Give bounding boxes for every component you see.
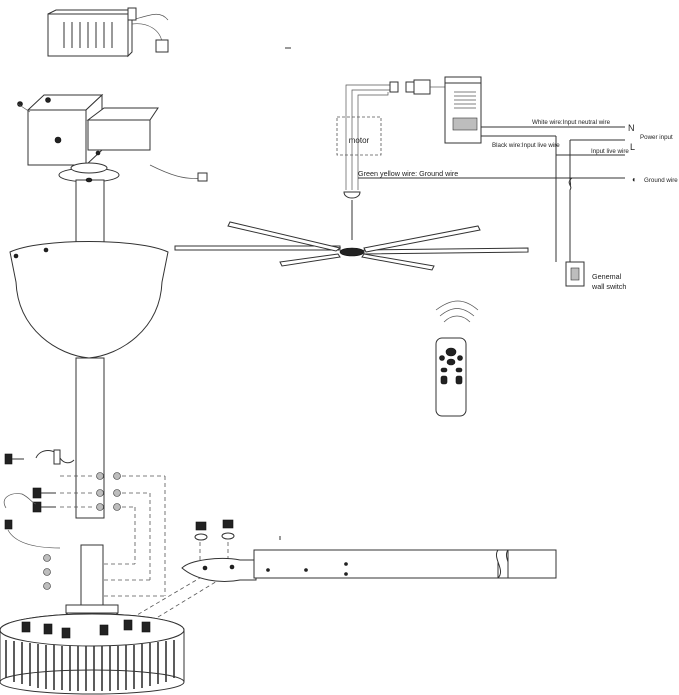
bolt-icon [3, 449, 75, 549]
input-live-label: Input live wire [591, 148, 629, 155]
ground-symbol: ◐ [632, 175, 637, 184]
black-wire-label: Black wire:Input live wire [492, 142, 560, 149]
power-input-label: Power input [640, 134, 673, 141]
terminal-l: L [630, 142, 635, 152]
fan-wires [345, 79, 445, 190]
motor-label: motor [349, 136, 370, 145]
receiver-box-icon [47, 7, 169, 58]
ground-wire-label: Ground wire [644, 177, 678, 184]
switch-label-1: Genemal [592, 272, 622, 281]
fan-canopy [9, 241, 169, 359]
remote-control-icon [435, 300, 479, 417]
wall-switch-icon [565, 261, 585, 287]
terminal-n: N [628, 123, 635, 133]
motor-box: motor [336, 116, 382, 156]
downrod-top [58, 162, 120, 243]
white-wire-label: White wire:Input neutral wire [532, 119, 611, 126]
fan-top-view [174, 191, 529, 271]
motor-housing-icon [0, 604, 185, 695]
power-lines [358, 126, 625, 262]
green-wire-label: Green yellow wire: Ground wire [358, 169, 458, 178]
receiver-box-icon [444, 76, 482, 144]
lower-coupling [80, 544, 104, 606]
ceiling-bracket [17, 93, 208, 182]
switch-label-2: wall switch [591, 282, 626, 291]
fan-blade-icon [181, 519, 557, 582]
